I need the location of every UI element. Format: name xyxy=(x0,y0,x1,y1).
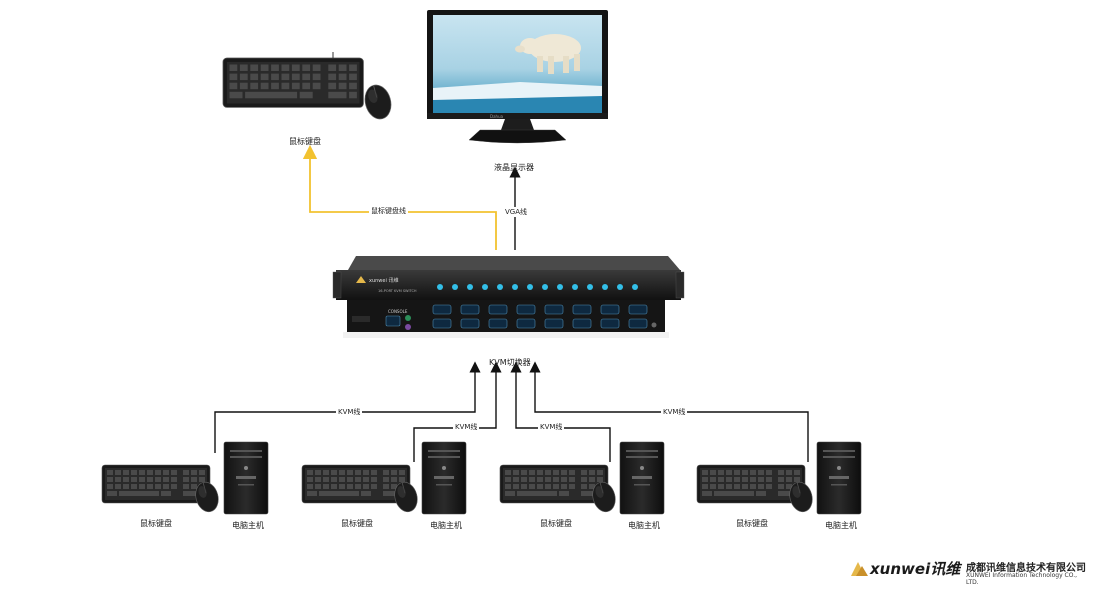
workstation-3-host-label: 电脑主机 xyxy=(628,521,660,530)
company-name-en: XUNWEI Information Technology CO., LTD. xyxy=(966,572,1078,586)
monitor-brand: Dahua xyxy=(490,114,504,119)
monitor-label: 液晶显示器 xyxy=(494,163,534,172)
device-brand: xunwei 讯维 xyxy=(369,277,398,284)
workstation-4 xyxy=(696,441,862,515)
keyboard-icon xyxy=(696,464,806,504)
top-keyboard-mouse-label: 鼠标键盘 xyxy=(289,137,321,146)
console-label: CONSOLE xyxy=(388,309,408,314)
computer-tower-icon xyxy=(223,441,269,515)
vga-port-array xyxy=(432,304,648,329)
device-model: 16-PORT KVM SWITCH xyxy=(378,289,417,293)
keyboard-icon xyxy=(101,464,211,504)
workstation-2-host-label: 电脑主机 xyxy=(430,521,462,530)
polar-bear-image xyxy=(515,34,581,74)
port-led-row xyxy=(437,284,638,290)
kvm-switch-device: xunwei 讯维 16-PORT KVM SWITCH CONSOLE xyxy=(332,256,685,338)
company-name-cn: 成都讯维信息技术有限公司 xyxy=(966,563,1086,574)
keyboard-icon xyxy=(222,57,365,109)
company-brand-block: xunwei讯维 成都讯维信息技术有限公司 XUNWEI Information… xyxy=(848,555,1088,591)
computer-tower-icon xyxy=(421,441,467,515)
kvm-cable-label-3: KVM线 xyxy=(538,422,565,432)
top-keyboard-mouse xyxy=(222,52,396,123)
keyboard-icon xyxy=(301,464,411,504)
workstation-1-keyboard-label: 鼠标键盘 xyxy=(140,519,172,528)
keyboard-icon xyxy=(499,464,609,504)
computer-tower-icon xyxy=(619,441,665,515)
workstation-2-keyboard-label: 鼠标键盘 xyxy=(341,519,373,528)
workstation-3 xyxy=(499,441,665,515)
company-logo-text: xunwei讯维 xyxy=(870,560,961,578)
vga-cable-label: VGA线 xyxy=(504,207,529,217)
workstation-1 xyxy=(101,441,269,515)
workstation-2 xyxy=(301,441,467,515)
workstation-4-host-label: 电脑主机 xyxy=(825,521,857,530)
kvm-switch-label: KVM切换器 xyxy=(489,358,531,367)
workstation-1-host-label: 电脑主机 xyxy=(232,521,264,530)
kvm-cable-label-2: KVM线 xyxy=(453,422,480,432)
computer-tower-icon xyxy=(816,441,862,515)
kvm-cable-3 xyxy=(510,361,611,462)
km-cable-label: 鼠标键盘线 xyxy=(369,206,408,216)
company-logo-icon xyxy=(851,562,868,576)
kvm-cable-label-4: KVM线 xyxy=(661,407,688,417)
workstation-4-keyboard-label: 鼠标键盘 xyxy=(736,519,768,528)
kvm-cable-label-1: KVM线 xyxy=(336,407,363,417)
mouse-icon xyxy=(360,81,396,123)
keyboard-mouse-cable xyxy=(302,144,497,250)
workstation-3-keyboard-label: 鼠标键盘 xyxy=(540,519,572,528)
lcd-monitor: Dahua xyxy=(427,10,608,144)
